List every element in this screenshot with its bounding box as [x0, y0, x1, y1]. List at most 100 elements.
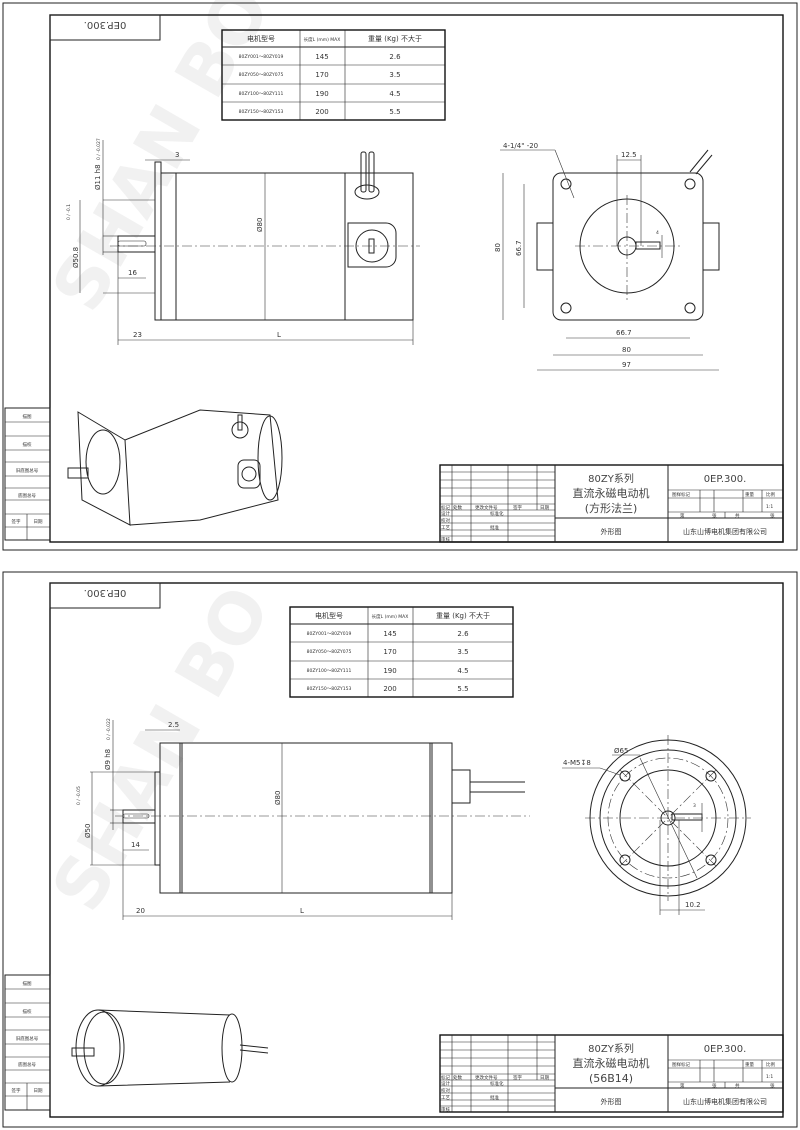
svg-text:5.5: 5.5 [389, 108, 400, 116]
svg-text:20: 20 [136, 907, 145, 915]
svg-text:4-1/4" -20: 4-1/4" -20 [503, 142, 538, 150]
svg-text:批准: 批准 [490, 1094, 499, 1101]
drawing-code-stamp: 0EP.300. [49, 14, 161, 41]
svg-text:描校: 描校 [23, 441, 32, 448]
svg-text:2.5: 2.5 [168, 721, 179, 729]
svg-text:底图总号: 底图总号 [18, 492, 36, 499]
svg-text:标记: 标记 [441, 504, 450, 511]
svg-text:23: 23 [133, 331, 142, 339]
svg-text:描校: 描校 [23, 1008, 32, 1015]
front-view: 4-1/4" -20 12.5 4 80 66.7 66.7 80 97 [494, 142, 720, 371]
svg-text:工艺: 工艺 [441, 1095, 450, 1101]
svg-text:14: 14 [131, 841, 140, 849]
terminal-posts [354, 151, 380, 200]
svg-text:日期: 日期 [540, 505, 549, 511]
svg-text:200: 200 [383, 685, 396, 693]
svg-text:Ø65: Ø65 [614, 747, 628, 755]
svg-text:设计: 设计 [441, 1080, 450, 1087]
svg-text:80ZY150～80ZY153: 80ZY150～80ZY153 [307, 686, 352, 692]
svg-text:工艺: 工艺 [441, 525, 450, 531]
svg-text:张: 张 [712, 1082, 717, 1089]
svg-text:0EP.300.: 0EP.300. [84, 19, 127, 30]
svg-text:170: 170 [315, 71, 328, 79]
sheet-1: SHAN BO 0EP.300. 描图 描校 旧底图总号 底图总号 签字 日期 … [2, 0, 798, 551]
isometric-view [67, 409, 283, 526]
svg-text:描图: 描图 [23, 980, 32, 987]
svg-text:2.6: 2.6 [457, 630, 469, 638]
svg-text:比例: 比例 [766, 1061, 775, 1068]
svg-text:190: 190 [383, 667, 396, 675]
svg-text:共: 共 [735, 512, 740, 519]
company-name: 山东山博电机集团有限公司 [683, 527, 767, 536]
svg-text:0 / -0.027: 0 / -0.027 [96, 138, 102, 160]
svg-text:校对: 校对 [441, 517, 450, 524]
svg-text:5.5: 5.5 [457, 685, 468, 693]
svg-text:Ø9 h8: Ø9 h8 [104, 749, 112, 770]
svg-text:200: 200 [315, 108, 328, 116]
side-strip: 描图 描校 旧底图总号 底图总号 签字 日期 [4, 974, 51, 1111]
svg-text:3: 3 [175, 151, 179, 159]
svg-text:145: 145 [383, 630, 396, 638]
svg-text:80ZY050～80ZY075: 80ZY050～80ZY075 [239, 72, 284, 78]
svg-text:80ZY050～80ZY075: 80ZY050～80ZY075 [307, 649, 352, 655]
variant-title: (方形法兰) [585, 501, 638, 515]
drawing-code: 0EP.300. [704, 474, 747, 485]
svg-text:4.5: 4.5 [389, 90, 400, 98]
svg-text:3.5: 3.5 [389, 71, 400, 79]
svg-text:97: 97 [622, 361, 631, 369]
svg-text:16: 16 [128, 269, 137, 277]
front-view: Ø65 4-M5↧8 3 10.2 [562, 735, 751, 915]
svg-text:2.6: 2.6 [389, 53, 401, 61]
svg-text:L: L [300, 907, 304, 915]
side-strip: 描图 描校 旧底图总号 底图总号 签字 日期 [4, 407, 51, 541]
side-view: Ø80 2.5 Ø50 0 / -0.05 Ø9 h8 0 / -0.022 1… [76, 718, 530, 920]
svg-text:比例: 比例 [766, 491, 775, 498]
svg-text:SHAN BO: SHAN BO [36, 573, 287, 925]
svg-text:4: 4 [656, 230, 659, 236]
variant-title: (56B14) [589, 1072, 633, 1085]
svg-text:4-M5↧8: 4-M5↧8 [563, 759, 591, 767]
drawing-frame [49, 582, 784, 1118]
table-header: 长度L (mm) MAX [372, 613, 409, 620]
product-title: 直流永磁电动机 [573, 486, 650, 500]
svg-text:批准: 批准 [490, 524, 499, 531]
svg-text:80ZY001～80ZY019: 80ZY001～80ZY019 [307, 631, 352, 637]
svg-text:80ZY100～80ZY111: 80ZY100～80ZY111 [239, 91, 284, 97]
title-block: 标记 处数 更改文件号 签字 日期 设计 标准化 校对 工艺 批准 审核 80Z… [439, 1034, 784, 1113]
spec-table: 电机型号 长度L (mm) MAX 重量 (Kg) 不大于 80ZY001～80… [221, 29, 446, 121]
svg-text:底图总号: 底图总号 [18, 1061, 36, 1068]
svg-text:190: 190 [315, 90, 328, 98]
connector [347, 222, 397, 268]
svg-text:重量: 重量 [745, 491, 754, 498]
sheet-border [2, 571, 798, 1128]
svg-text:处数: 处数 [453, 1074, 462, 1081]
svg-text:张: 张 [712, 512, 717, 519]
svg-text:第: 第 [680, 512, 685, 519]
company-name: 山东山博电机集团有限公司 [683, 1097, 767, 1106]
svg-text:外形图: 外形图 [601, 527, 622, 536]
svg-text:图样标记: 图样标记 [672, 491, 690, 498]
svg-text:校对: 校对 [441, 1087, 450, 1094]
svg-text:1:1: 1:1 [766, 1074, 773, 1080]
svg-text:签字: 签字 [513, 504, 522, 511]
svg-text:更改文件号: 更改文件号 [475, 504, 498, 511]
svg-text:更改文件号: 更改文件号 [475, 1074, 498, 1081]
svg-text:Ø80: Ø80 [274, 791, 282, 805]
svg-text:张: 张 [770, 512, 775, 519]
svg-text:66.7: 66.7 [515, 240, 523, 256]
svg-text:145: 145 [315, 53, 328, 61]
drawing-frame [49, 14, 784, 543]
svg-text:标准化: 标准化 [490, 1080, 504, 1087]
side-view: Ø80 3 Ø50.8 0 / -0.1 Ø11 h8 0 / -0.027 1… [66, 138, 420, 345]
table-header: 长度L (mm) MAX [304, 36, 341, 43]
table-header: 重量 (Kg) 不大于 [436, 611, 490, 620]
svg-text:审核: 审核 [441, 1106, 450, 1113]
product-title: 直流永磁电动机 [573, 1056, 650, 1070]
svg-text:共: 共 [735, 1082, 740, 1089]
svg-text:1:1: 1:1 [766, 504, 773, 510]
svg-text:标记: 标记 [441, 1074, 450, 1081]
svg-text:签字: 签字 [513, 1074, 522, 1081]
svg-text:日期: 日期 [34, 519, 43, 525]
svg-text:旧底图总号: 旧底图总号 [16, 1035, 39, 1042]
